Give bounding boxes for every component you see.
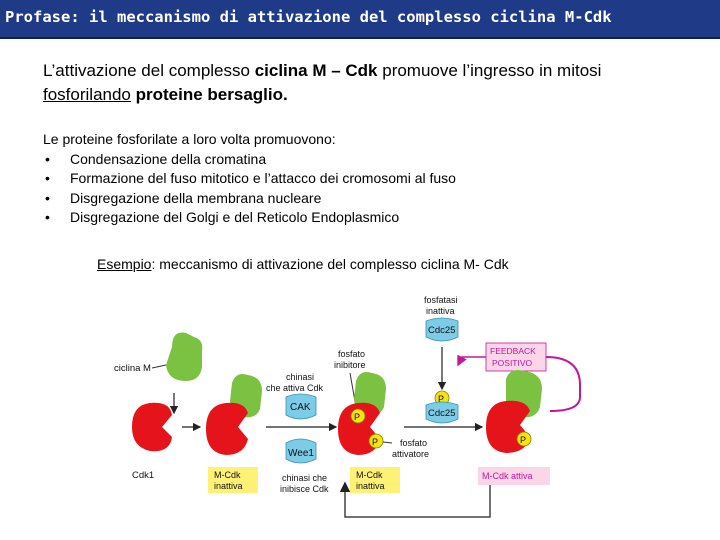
intro-text-1: L’attivazione del complesso: [43, 61, 255, 80]
phosphate-label: P: [354, 412, 360, 422]
fosfato-inibitore-line2: inibitore: [334, 360, 366, 370]
activation-diagram: ciclina M Cdk1 M-Cdk inattiva chinasi ch…: [114, 295, 581, 518]
fosfatasi-line2: inattiva: [426, 306, 455, 316]
return-loop-line: [344, 483, 491, 518]
list-item: • Disgregazione della membrana nucleare: [43, 189, 456, 209]
chinasi-attiva-line1: chinasi: [286, 372, 314, 382]
phosphate-active: [516, 431, 532, 447]
feedback-box: [485, 342, 547, 372]
fosfato-attivatore-line1: fosfato: [400, 438, 427, 448]
wee1-label: Wee1: [288, 448, 314, 459]
ciclina-pointer: [151, 364, 167, 369]
intro-bold-proteins: proteine bersaglio.: [135, 85, 288, 104]
phosphate-label: P: [372, 437, 378, 447]
chinasi-attiva-line2: che attiva Cdk: [266, 383, 324, 393]
cdc25-inactive-shape: [425, 317, 459, 342]
page-title: Profase: il meccanismo di attivazione de…: [5, 8, 612, 26]
cdc25-label: Cdc25: [428, 325, 455, 336]
list-item: • Condensazione della cromatina: [43, 150, 456, 170]
list-item: • Formazione del fuso mitotico e l’attacc…: [43, 169, 456, 189]
phosphate-inhibitory-2: [350, 408, 366, 424]
feedback-loop-line: [545, 356, 581, 412]
cak-label: CAK: [290, 402, 311, 413]
cyclin-free-shape: [166, 332, 203, 381]
example-text: : meccanismo di attivazione del compless…: [151, 256, 509, 272]
intro-paragraph: L’attivazione del complesso ciclina M – …: [43, 59, 683, 107]
inactive2-line1: M-Cdk: [356, 470, 383, 480]
bullet-list: • Condensazione della cromatina • Formazio…: [43, 150, 456, 228]
ciclina-label: ciclina M: [114, 363, 151, 374]
inactive1-line1: M-Cdk: [214, 470, 241, 480]
intro-underlined: fosforilando: [43, 85, 131, 104]
phosphate-label: P: [438, 394, 444, 404]
list-item: • Disgregazione del Golgi e del Reticolo …: [43, 208, 456, 228]
list-item-text: Disgregazione del Golgi e del Reticolo E…: [70, 209, 400, 225]
list-item-text: Disgregazione della membrana nucleare: [70, 189, 322, 206]
inactive2-line2: inattiva: [356, 481, 385, 491]
cdk1-label: Cdk1: [132, 470, 154, 481]
inactive1-line2: inattiva: [214, 481, 243, 491]
bullet: •: [45, 150, 50, 167]
chinasi-inib-line1: chinasi che: [282, 473, 327, 483]
title-bar: Profase: il meccanismo di attivazione de…: [0, 0, 720, 39]
fosfato-inibitore-line1: fosfato: [338, 349, 365, 359]
cak-enzyme-shape: [285, 393, 317, 420]
protein-list-block: Le proteine fosforilate a loro volta pro…: [43, 130, 456, 228]
bullet: •: [45, 209, 50, 225]
wee1-enzyme-shape: [285, 438, 317, 464]
complex1-cdk-shape: [206, 402, 248, 455]
active-label: M-Cdk attiva: [482, 471, 533, 481]
chinasi-inib-line2: inibisce Cdk: [280, 484, 329, 494]
phosphate-activating-2: [368, 433, 384, 449]
list-item-text: Formazione del fuso mitotico e l’attacco…: [70, 170, 456, 186]
feedback-arrow-to-cdc25: [457, 354, 486, 367]
list-item-text: Condensazione della cromatina: [70, 150, 267, 167]
cdk1-free-shape: [132, 402, 172, 452]
inactive2-box: [350, 467, 400, 493]
phosphate-label: P: [520, 435, 526, 445]
example-caption: Esempio: meccanismo di attivazione del c…: [97, 256, 509, 272]
fosfato-attivatore-line2: attivatore: [392, 449, 429, 459]
list-heading: Le proteine fosforilate a loro volta pro…: [43, 131, 336, 147]
inactive1-box: [208, 467, 258, 493]
example-label: Esempio: [97, 256, 152, 272]
feedback-line2: POSITIVO: [492, 358, 533, 368]
bullet: •: [45, 170, 50, 186]
active-box: [478, 467, 550, 485]
feedback-line1: FEEDBACK: [490, 346, 536, 356]
cdc25-active-label: Cdc25: [428, 408, 455, 419]
intro-text-2: promuove l’ingresso in mitosi: [377, 61, 602, 80]
bullet: •: [45, 189, 50, 206]
intro-bold-cyclin: ciclina M – Cdk: [254, 61, 378, 80]
attivatore-pointer: [382, 441, 393, 444]
cdc25-active-shape: [425, 401, 459, 424]
fosfatasi-line1: fosfatasi: [424, 295, 458, 305]
